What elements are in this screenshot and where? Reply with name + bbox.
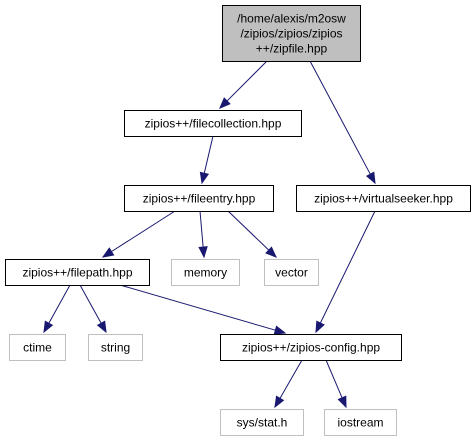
edge-line [309,60,371,175]
node-box [171,259,240,286]
node-label: zipios++/filepath.hpp [22,266,132,280]
arrowhead [274,395,285,409]
edge-line [79,284,102,324]
edge-line [227,210,270,251]
edge-line [226,60,268,102]
arrowhead [365,171,376,185]
node-label: sys/stat.h [237,416,288,430]
edge-fileentry-to-memory [198,210,208,259]
node-label: vector [275,266,308,280]
node-label: zipios++/virtualseeker.hpp [314,192,453,206]
arrowhead [96,320,107,334]
node-label: zipios++/zipios-config.hpp [242,341,380,355]
edge-line [48,284,71,324]
arrowhead [337,395,347,409]
arrowhead [43,320,54,334]
node-box [220,334,402,361]
node-box [88,334,143,361]
node-label: string [101,341,130,355]
node-memory: memory [171,259,240,286]
node-box [5,259,150,286]
edge-fileentry-to-filepath [101,210,176,258]
node-label: ++/zipfile.hpp [256,42,328,56]
arrowhead [219,97,231,109]
node-zipiosconfig[interactable]: zipios++/zipios-config.hpp [220,334,402,361]
node-filepath[interactable]: zipios++/filepath.hpp [5,259,150,286]
edge-line [111,210,176,253]
node-fileentry[interactable]: zipios++/fileentry.hpp [124,185,274,212]
edge-line [119,284,276,331]
node-label: zipios++/filecollection.hpp [145,117,282,131]
node-iostream: iostream [324,409,397,436]
node-label: memory [184,266,227,280]
nodes-layer: /home/alexis/m2osw/zipios/zipios/zipios+… [5,5,471,436]
node-box [124,110,302,137]
edge-line [325,359,343,398]
node-label: /home/alexis/m2osw [237,12,346,26]
edge-line [199,210,204,248]
edge-line [319,210,376,324]
node-box [222,5,361,62]
arrowhead [315,320,325,334]
arrowhead [265,246,277,258]
node-filecollection[interactable]: zipios++/filecollection.hpp [124,110,302,137]
node-ctime: ctime [9,334,66,361]
edge-filepath-to-ctime [43,284,71,334]
node-string: string [88,334,143,361]
edge-filepath-to-zipiosconfig [119,284,287,335]
arrowhead [198,246,208,259]
edge-zipiosconfig-to-sysstat [274,359,303,409]
node-box [9,334,66,361]
edge-line [279,359,303,399]
edge-zipfile-to-virtualseeker [309,60,376,185]
node-label: /zipios/zipios/zipios [240,27,342,41]
node-box [264,259,319,286]
edge-filepath-to-string [79,284,107,334]
node-box [296,185,471,212]
edge-filecollection-to-fileentry [199,135,214,185]
node-label: ctime [23,341,52,355]
node-zipfile[interactable]: /home/alexis/m2osw/zipios/zipios/zipios+… [222,5,361,62]
edge-virtualseeker-to-zipiosconfig [315,210,376,334]
edges-layer [43,60,376,409]
node-box [124,185,274,212]
node-label: iostream [337,416,383,430]
edge-zipfile-to-filecollection [219,60,268,109]
node-label: zipios++/fileentry.hpp [143,192,256,206]
node-sysstat: sys/stat.h [220,409,304,436]
node-box [324,409,397,436]
edge-line [203,135,214,174]
node-vector: vector [264,259,319,286]
node-virtualseeker[interactable]: zipios++/virtualseeker.hpp [296,185,471,212]
arrowhead [199,171,210,185]
arrowhead [101,247,115,258]
arrowhead [273,325,287,335]
edge-zipiosconfig-to-iostream [325,359,347,409]
edge-fileentry-to-vector [227,210,277,258]
node-box [220,409,304,436]
